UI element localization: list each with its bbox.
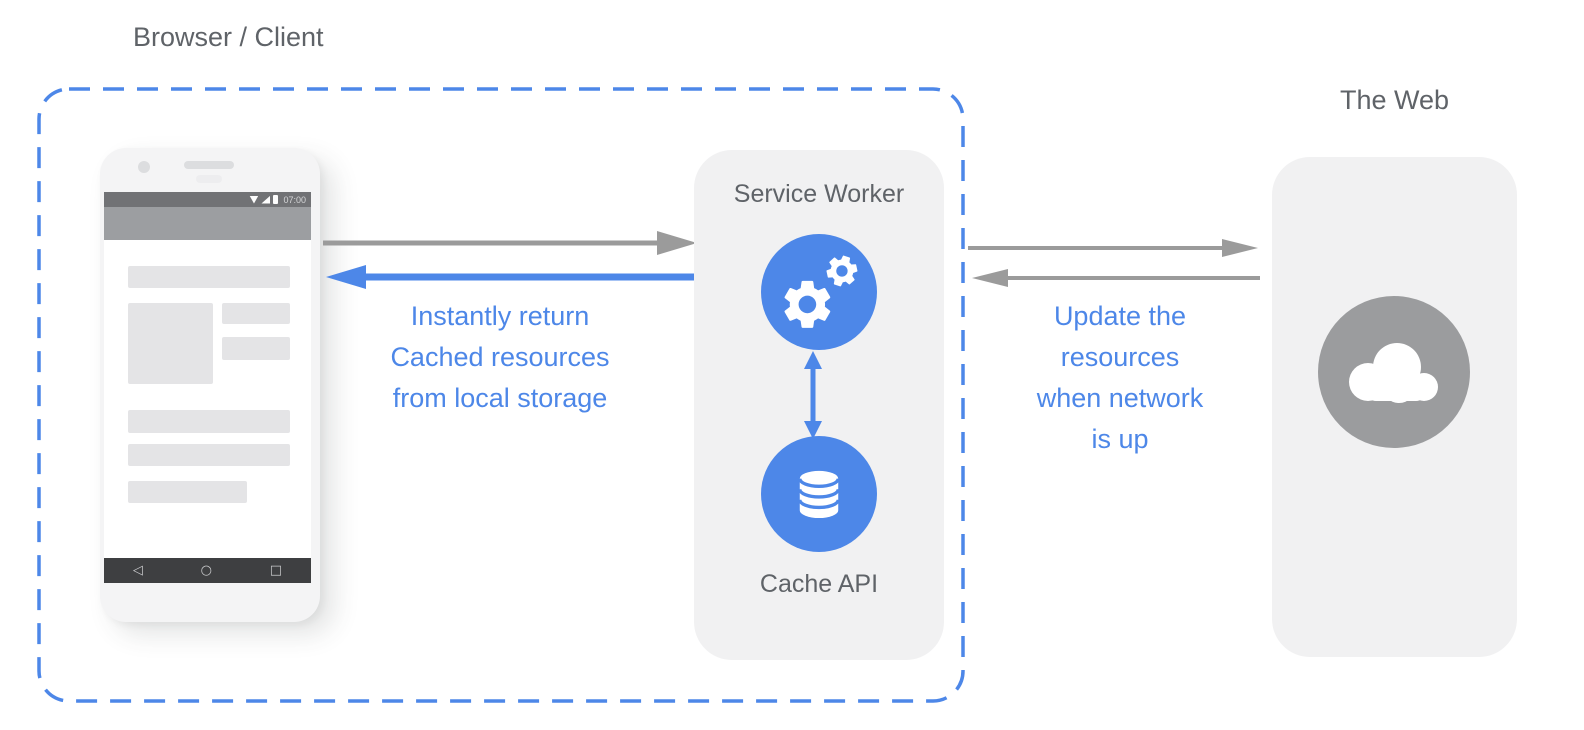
browser-client-label: Browser / Client	[133, 22, 324, 52]
web-circle	[1318, 296, 1470, 448]
network-flow-caption: Update the resources when network is up	[995, 296, 1245, 460]
content-placeholder-image	[128, 303, 213, 384]
caption-line: Update the	[1053, 301, 1187, 331]
status-time: 07:00	[283, 194, 306, 205]
phone-sensor	[196, 175, 222, 183]
caption-line: when network	[1036, 383, 1204, 413]
home-icon: ○	[200, 563, 213, 578]
cache-api-label: Cache API	[759, 570, 879, 598]
service-worker-panel: Service Worker Cache API	[694, 150, 944, 660]
phone-speaker	[184, 161, 234, 169]
gears-icon	[784, 255, 858, 328]
service-worker-title: Service Worker	[733, 180, 905, 208]
android-phone: 07:00 ◁ ○ □	[100, 148, 320, 622]
database-icon	[798, 470, 840, 519]
wifi-icon	[249, 195, 259, 204]
caption-line: from local storage	[392, 383, 608, 413]
caption-line: is up	[1091, 424, 1149, 454]
content-placeholder	[222, 303, 290, 324]
phone-status-bar: 07:00	[104, 192, 311, 207]
battery-icon	[273, 195, 279, 204]
phone-camera-icon	[138, 161, 150, 173]
cache-api-circle	[761, 436, 877, 552]
the-web-panel	[1272, 157, 1517, 657]
content-placeholder	[128, 266, 290, 288]
arrow-service-worker-to-phone	[326, 265, 698, 289]
arrow-service-worker-to-web	[968, 239, 1258, 257]
phone-app-bar	[104, 207, 311, 240]
phone-screen	[104, 240, 311, 558]
cache-flow-caption: Instantly return Cached resources from l…	[350, 296, 650, 419]
caption-line: resources	[1060, 342, 1180, 372]
recents-icon: □	[269, 563, 283, 578]
back-icon: ◁	[132, 563, 143, 578]
arrow-phone-to-service-worker	[323, 231, 697, 255]
caption-line: Cached resources	[390, 342, 610, 372]
phone-nav-bar: ◁ ○ □	[104, 558, 311, 583]
arrow-web-to-service-worker	[972, 269, 1260, 287]
content-placeholder	[128, 410, 290, 433]
content-placeholder	[128, 444, 290, 466]
browser-boundary-dashed-box	[37, 87, 965, 703]
cloud-icon	[1349, 343, 1438, 403]
content-placeholder	[128, 481, 247, 503]
content-placeholder	[222, 337, 290, 360]
service-worker-circle	[761, 234, 877, 350]
arrow-sw-cache-bidirectional	[804, 351, 822, 439]
caption-line: Instantly return	[410, 301, 590, 331]
the-web-label: The Web	[1339, 85, 1450, 115]
cell-signal-icon	[261, 195, 271, 204]
